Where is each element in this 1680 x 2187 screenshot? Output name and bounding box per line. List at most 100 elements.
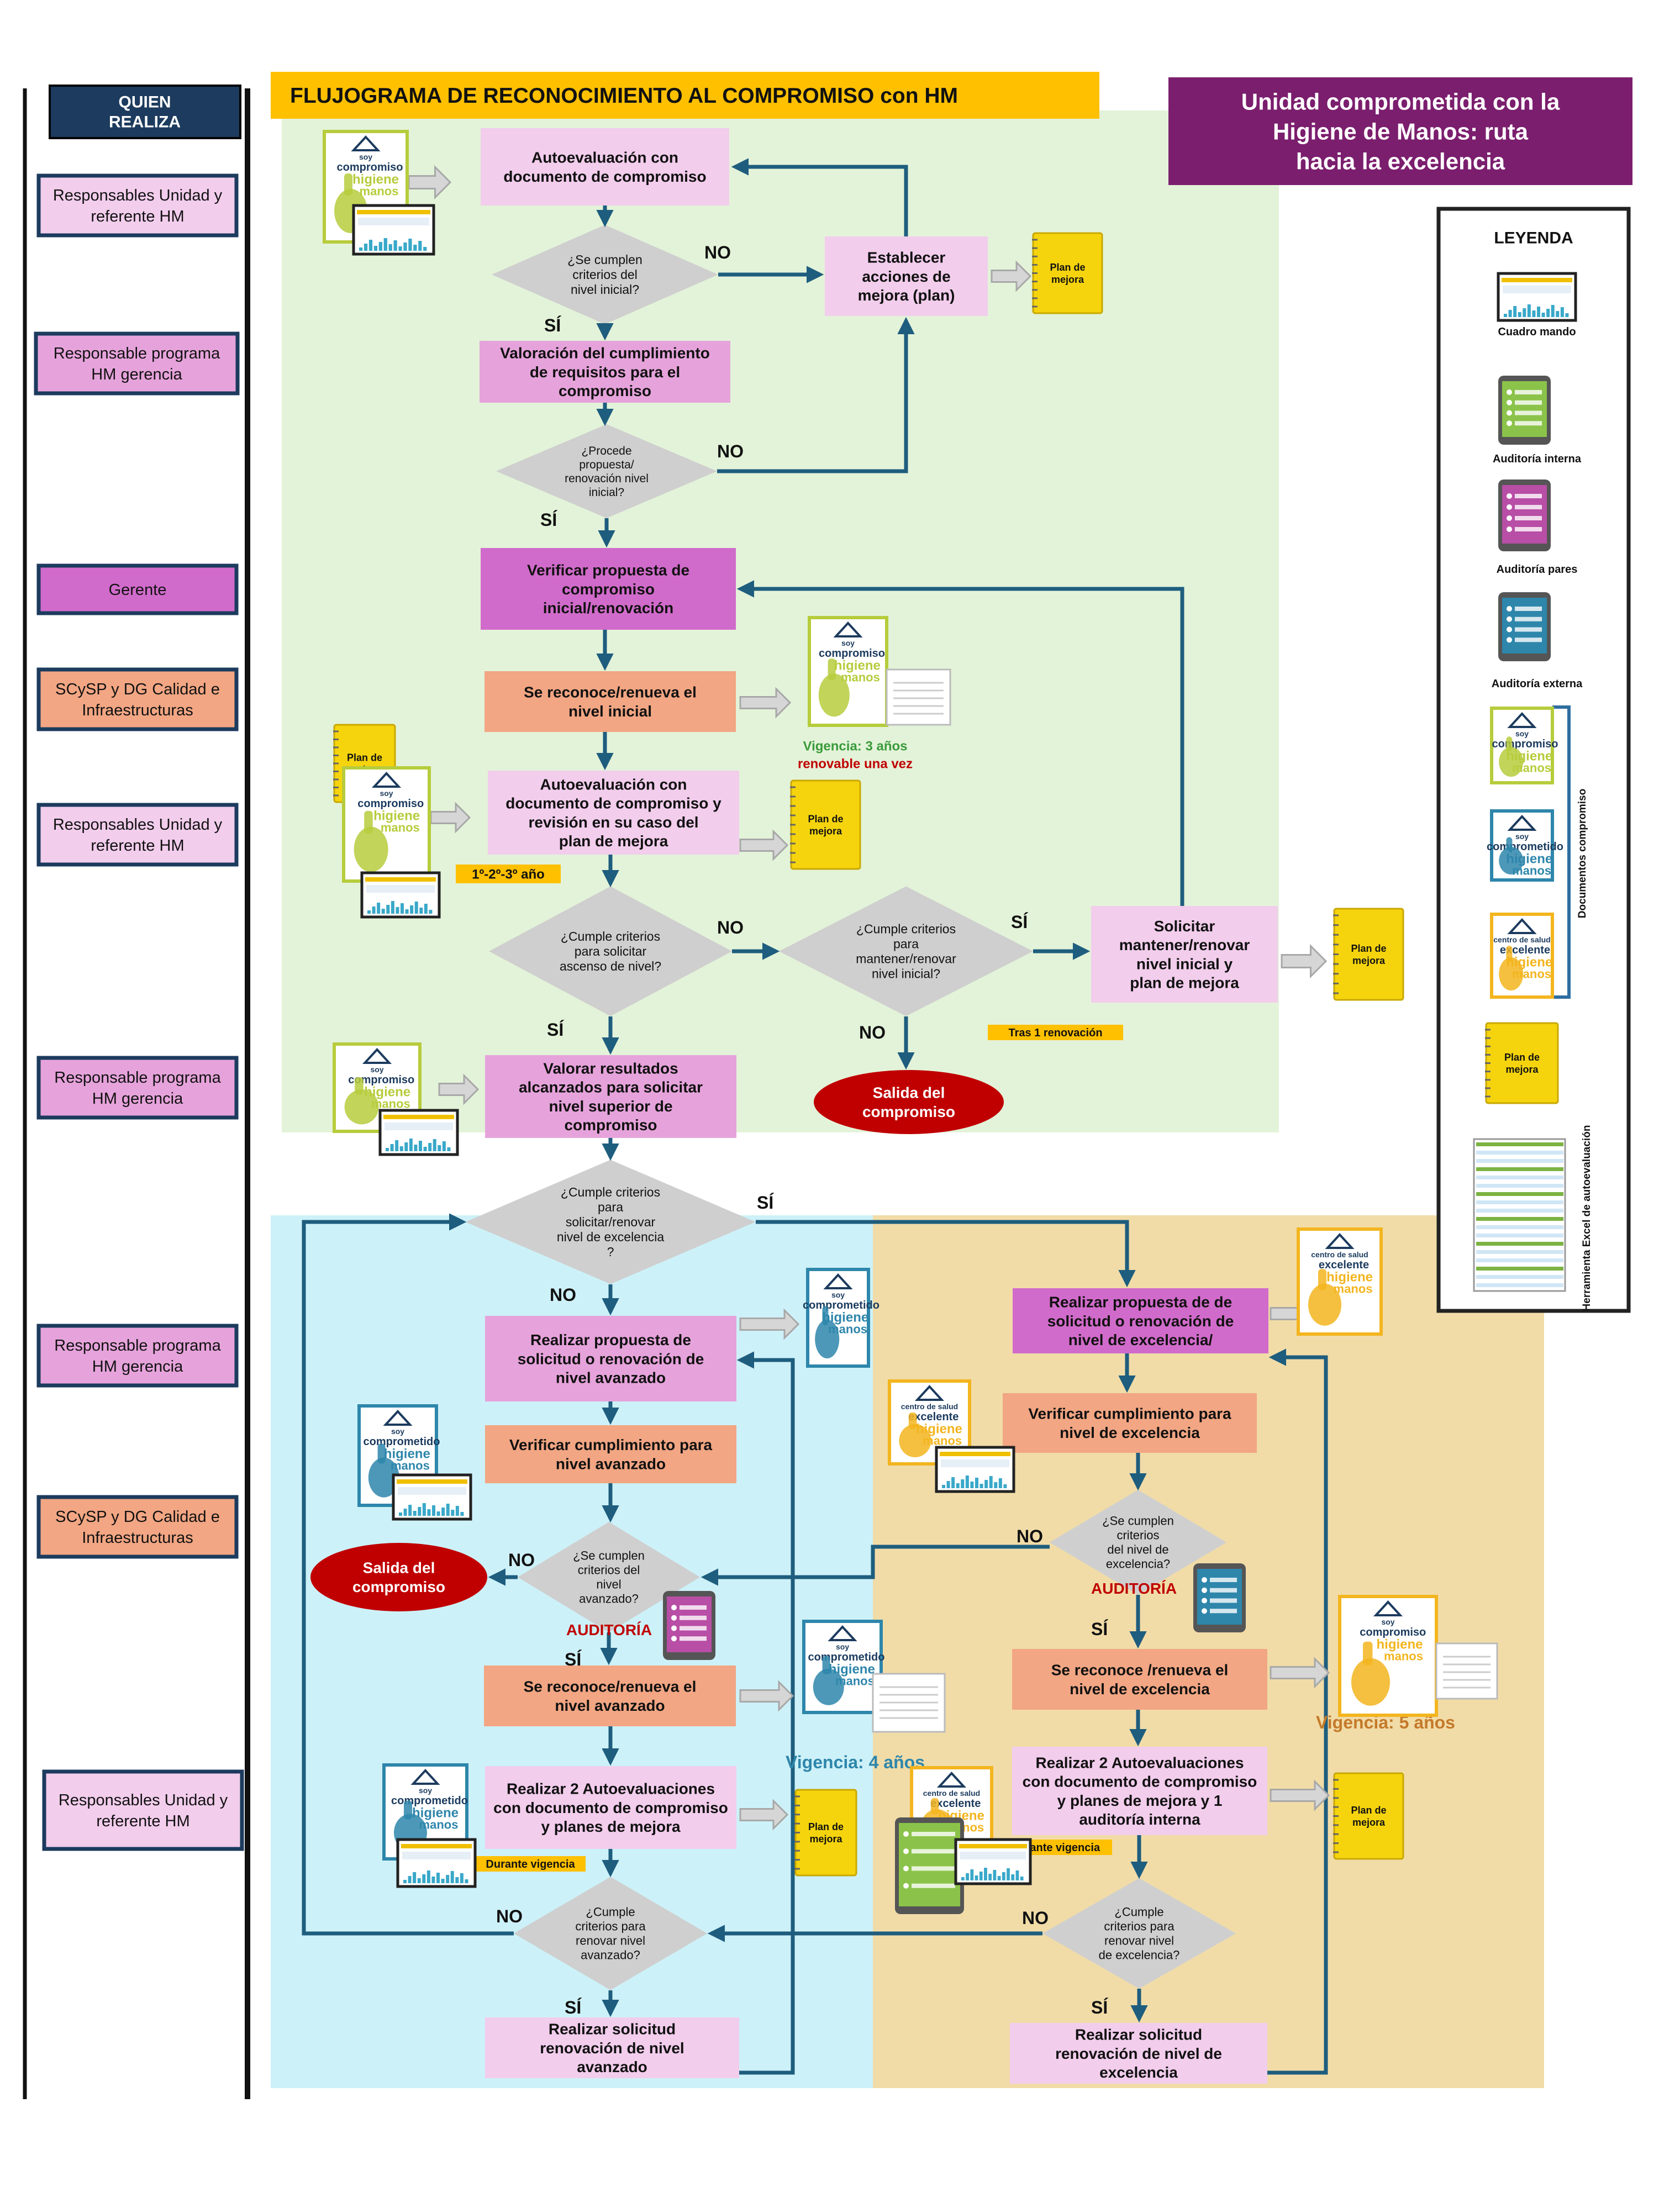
triangle-logo-icon: [351, 135, 381, 151]
gray-arrow-11: [1270, 1657, 1330, 1689]
legend-auditoria-pares-icon: [1498, 479, 1551, 551]
durante-vigencia-note-2-text: Durante vigencia: [1011, 1842, 1100, 1854]
thumbs-up-icon: [344, 1089, 379, 1125]
triangle-logo-icon: [828, 1625, 857, 1641]
role-label: Gerente: [109, 581, 167, 599]
thumbs-up-icon: [1351, 1658, 1390, 1706]
si-label-7: SÍ: [565, 1998, 582, 2017]
tras-renovacion-note-text: Tras 1 renovación: [1008, 1027, 1102, 1039]
poster-higiene: higiene: [1376, 1637, 1423, 1652]
durante-vigencia-note-1: Durante vigencia: [475, 1856, 586, 1872]
thumbs-up-icon: [354, 826, 388, 872]
poster-line: centro de salud: [901, 1402, 958, 1411]
gray-arrow-3: [739, 687, 792, 719]
dashboard-5: [935, 1446, 1015, 1493]
arrow-q5-si: [756, 1220, 1136, 1288]
poster-manos: manos: [1384, 1650, 1423, 1663]
poster-line: excelente: [908, 1411, 959, 1423]
si-label-6: SÍ: [565, 1650, 582, 1669]
no-label-2: NO: [717, 441, 744, 461]
dashboard-6: [396, 1838, 477, 1888]
gray-arrow-1: [408, 165, 452, 200]
durante-vigencia-note-1-text: Durante vigencia: [486, 1858, 575, 1870]
dashboard-1: [352, 204, 435, 256]
thumbs-up-icon: [815, 1320, 840, 1358]
poster-higiene: higiene: [1326, 1269, 1373, 1284]
certificate-3: [1435, 1642, 1498, 1700]
no-label-9: NO: [1022, 1908, 1049, 1928]
dashboard-3: [378, 1109, 459, 1156]
auditoria-label-2: AUDITORÍA: [1091, 1580, 1177, 1597]
poster-line: soy: [391, 1427, 404, 1436]
poster-line: soy: [836, 1642, 849, 1651]
arrow-solicitud-exc-back: [1267, 1348, 1328, 2075]
legend-auditoria-externa: Auditoría externa: [1492, 678, 1583, 690]
vigencia-4-label: Vigencia: 4 años: [786, 1752, 925, 1772]
anio-note-text: 1º-2º-3º año: [472, 867, 545, 882]
triangle-logo-icon: [1325, 1233, 1355, 1249]
poster-manos: manos: [381, 821, 420, 835]
arrow-q2-no: [717, 317, 915, 473]
auditoria-interna-tablet-flow: [895, 1817, 964, 1914]
poster-line: comprometido: [803, 1299, 880, 1311]
main-title-text: FLUJOGRAMA DE RECONOCIMIENTO AL COMPROMI…: [290, 84, 958, 108]
arrow-solicitar-back: [736, 580, 1184, 906]
legend-cuadro-mando: Cuadro mando: [1498, 326, 1576, 338]
poster-line: centro de salud: [1493, 935, 1550, 944]
gray-arrow-13: [1270, 1779, 1330, 1811]
poster-line: compromiso: [819, 647, 885, 660]
si-label-1: SÍ: [544, 315, 561, 335]
